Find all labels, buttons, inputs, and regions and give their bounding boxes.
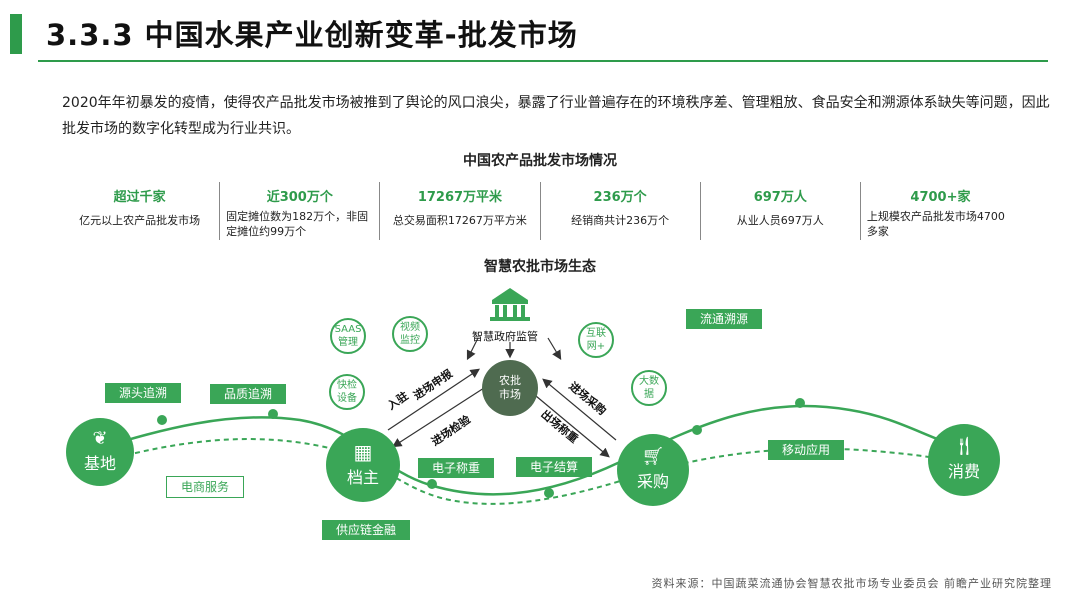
node-vendor-label: 档主 <box>346 468 379 487</box>
node-purchase-label: 采购 <box>636 472 669 491</box>
eco-title: 智慧农批市场生态 <box>484 259 596 275</box>
bubble-video: 视频监控 <box>392 316 428 352</box>
stat-item: 4700+家 上规模农产品批发市场4700多家 <box>859 182 1020 240</box>
stat-value: 236万个 <box>593 190 647 205</box>
title-divider <box>38 60 1048 62</box>
tag-e-scale: 电子称重 <box>418 458 495 478</box>
node-consume-label: 消费 <box>947 462 980 481</box>
government-building-icon <box>490 288 530 321</box>
stat-item: 17267万平米 总交易面积17267万平方米 <box>379 182 539 240</box>
stat-value: 697万人 <box>753 190 807 205</box>
stat-desc: 固定摊位数为182万个，非固定摊位约99万个 <box>226 210 369 238</box>
tag-supply-finance: 供应链金融 <box>322 520 411 540</box>
stat-desc: 总交易面积17267万平方米 <box>392 214 527 227</box>
leaf-hand-icon: ❦ <box>92 428 108 449</box>
stat-desc: 从业人员697万人 <box>736 214 824 227</box>
stat-value: 4700+家 <box>910 190 971 205</box>
path-dot <box>692 425 702 435</box>
stat-item: 超过千家 亿元以上农产品批发市场 <box>60 182 219 240</box>
wholesale-market-node: 农批市场 <box>482 360 538 416</box>
tag-source-trace: 源头追溯 <box>105 383 182 403</box>
tag-e-settle: 电子结算 <box>516 457 593 477</box>
tag-circulation-trace: 流通溯源 <box>686 309 763 329</box>
stall-icon: ▦ <box>353 440 373 464</box>
stat-value: 近300万个 <box>266 190 333 205</box>
flow-path-dashed <box>99 438 976 505</box>
stat-item: 236万个 经销商共计236万个 <box>539 182 700 240</box>
fork-knife-icon: 🍴︎ <box>952 436 976 457</box>
bubble-bigdata: 大数据 <box>631 370 667 406</box>
node-purchase: 🛒︎ 采购 <box>617 434 689 506</box>
source-note: 资料来源：中国蔬菜流通协会智慧农批市场专业委员会 前瞻产业研究院整理 <box>651 577 1052 590</box>
node-base: ❦ 基地 <box>66 418 134 486</box>
stats-row: 超过千家 亿元以上农产品批发市场 近300万个 固定摊位数为182万个，非固定摊… <box>60 182 1020 240</box>
arrow-purchase-to-market <box>542 378 617 441</box>
tag-quality-trace: 品质追溯 <box>210 384 287 404</box>
stat-item: 近300万个 固定摊位数为182万个，非固定摊位约99万个 <box>219 182 379 240</box>
stat-value: 超过千家 <box>113 190 166 205</box>
page-title: 3.3.3 中国水果产业创新变革-批发市场 <box>46 18 578 52</box>
path-dot <box>544 488 554 498</box>
gov-arrow-right <box>547 337 562 361</box>
stat-desc: 经销商共计236万个 <box>571 214 670 227</box>
node-base-label: 基地 <box>83 454 116 473</box>
gov-arrow-left <box>466 337 479 361</box>
flow-path-solid <box>99 404 966 496</box>
gov-supervision-label: 智慧政府监管 <box>472 330 538 343</box>
cart-icon: 🛒︎ <box>641 446 665 467</box>
intro-paragraph: 2020年年初暴发的疫情，使得农产品批发市场被推到了舆论的风口浪尖，暴露了行业普… <box>62 95 1050 137</box>
tag-mobile-app: 移动应用 <box>768 440 845 460</box>
path-dot <box>795 398 805 408</box>
node-consume: 🍴︎ 消费 <box>928 424 1000 496</box>
arrow-vendor-to-market <box>387 368 480 431</box>
tag-ecommerce: 电商服务 <box>166 476 245 498</box>
node-vendor: ▦ 档主 <box>326 428 400 502</box>
stat-value: 17267万平米 <box>417 190 503 205</box>
stat-desc: 亿元以上农产品批发市场 <box>79 214 201 227</box>
bubble-inspect: 快检设备 <box>329 374 365 410</box>
arrow-market-to-vendor <box>391 387 485 448</box>
bubble-internet: 互联网+ <box>578 322 614 358</box>
stat-item: 697万人 从业人员697万人 <box>699 182 860 240</box>
arrow-market-to-purchase <box>535 395 610 458</box>
path-dot <box>157 415 167 425</box>
stats-title: 中国农产品批发市场情况 <box>463 153 617 169</box>
center-line1: 农批 <box>499 374 521 387</box>
path-dot <box>268 409 278 419</box>
center-line2: 市场 <box>499 388 521 401</box>
path-dot <box>427 479 437 489</box>
title-accent-bar <box>10 14 22 54</box>
stat-desc: 上规模农产品批发市场4700多家 <box>866 210 1005 238</box>
